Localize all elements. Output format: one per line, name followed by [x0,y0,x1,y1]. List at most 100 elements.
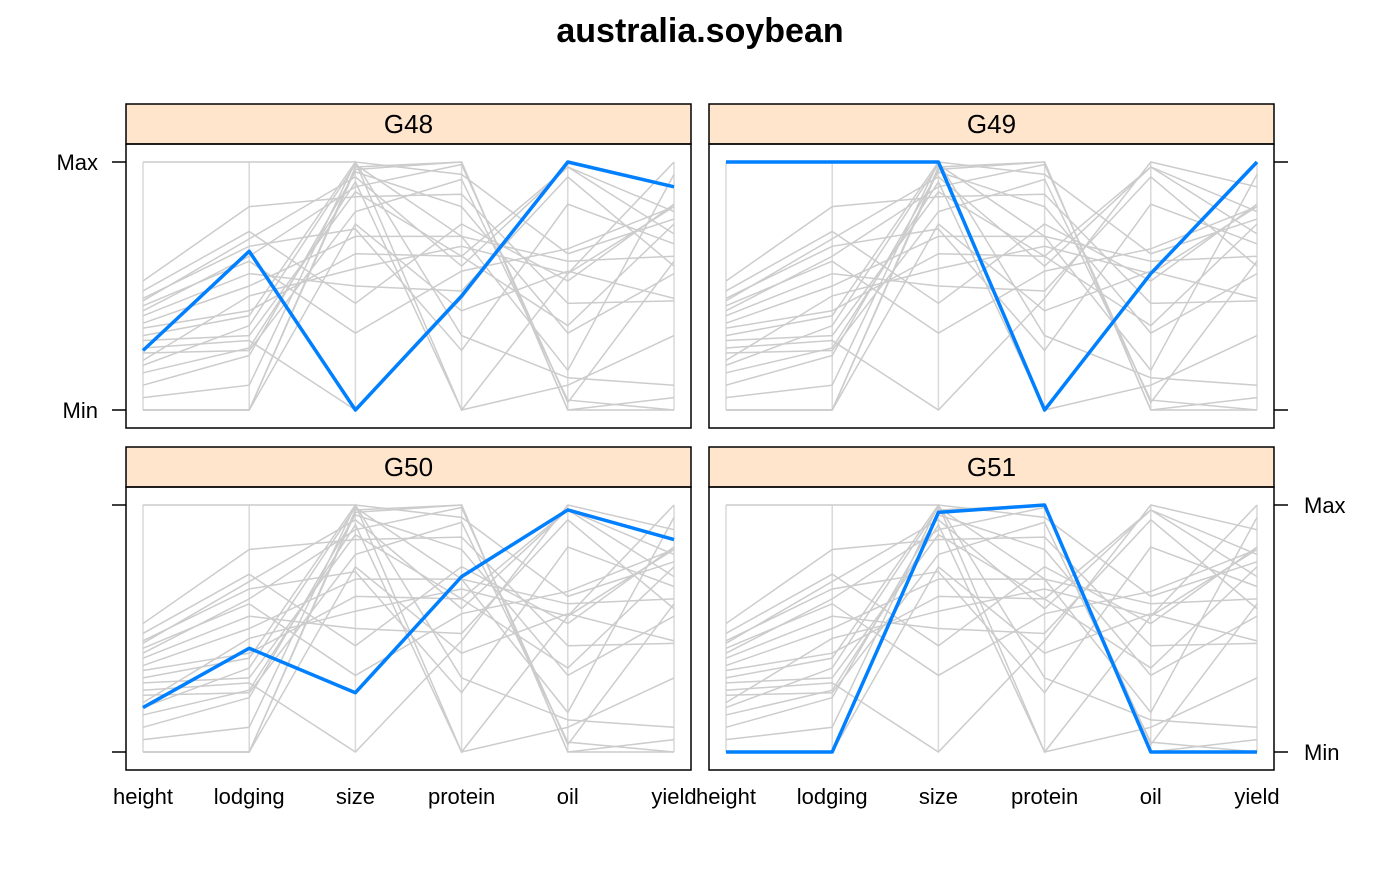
background-line [725,506,1258,747]
background-line [143,161,675,412]
background-line [142,193,675,305]
strip-g48 [125,103,692,145]
background-line [725,509,1258,672]
x-tick-label-protein: protein [428,784,495,809]
x-tick-label-yield: yield [651,784,696,809]
background-line [725,163,1258,405]
y-tick-label-min: Min [1304,740,1339,765]
background-line [725,546,1258,647]
background-line [142,163,675,372]
background-line [142,166,675,302]
background-line [142,190,675,342]
background-line [725,203,1258,305]
background-line [725,518,1258,659]
panel-frame [125,143,692,429]
background-line [142,203,675,305]
highlight-line-g49 [726,160,1259,412]
background-line [143,565,675,753]
background-line [142,506,675,714]
background-line [142,175,675,317]
background-line [726,222,1258,411]
panel-g49: G49 [708,103,1288,429]
background-line [725,180,1258,411]
background-line [726,565,1258,753]
background-line [142,235,675,324]
strip-g50 [125,446,692,488]
background-line [142,508,675,644]
strip-label-g48: G48 [384,109,433,139]
background-line [725,523,1258,753]
background-line [725,193,1258,305]
background-line [725,536,1258,647]
background-line [143,504,675,754]
x-tick-label-height: height [113,784,173,809]
background-line [142,203,675,352]
highlight-line-g50 [142,508,675,710]
panel-frame [125,486,692,771]
background-line [725,506,1258,714]
background-line [725,166,1258,329]
background-line [725,513,1258,729]
highlight-line-g48 [141,160,675,412]
panel-g50: G50 [112,446,692,771]
background-line [725,504,1258,679]
background-line [142,548,675,677]
background-line [142,533,675,684]
background-line [725,548,1258,704]
background-line [142,546,675,647]
x-tick-label-lodging: lodging [214,784,285,809]
background-line [142,509,675,672]
x-tick-label-protein: protein [1011,784,1078,809]
background-line [142,504,675,753]
background-line [725,206,1258,362]
background-line [725,533,1258,684]
background-line [142,161,675,337]
background-line [725,578,1258,667]
highlight-line-g51 [726,503,1257,754]
background-line [725,504,1258,753]
strip-label-g50: G50 [384,452,433,482]
y-tick-label-max: Max [1304,493,1346,518]
background-line [142,180,675,411]
background-line [143,222,675,411]
strip-label-g49: G49 [967,109,1016,139]
background-line [142,548,675,704]
background-line [725,548,1258,677]
background-line [142,578,675,667]
background-line [725,508,1258,644]
x-tick-label-oil: oil [1140,784,1162,809]
panel-frame [708,143,1275,429]
background-line [725,166,1258,302]
background-line [142,171,675,386]
background-line [725,171,1258,386]
background-line [143,161,674,411]
background-line [725,546,1258,694]
x-tick-label-lodging: lodging [797,784,868,809]
strip-label-g51: G51 [967,452,1016,482]
background-line [726,504,1258,754]
x-tick-label-size: size [336,784,375,809]
y-tick-label-min: Min [63,398,98,423]
background-line [725,161,1258,411]
background-line [142,506,675,747]
x-tick-label-yield: yield [1234,784,1279,809]
background-line [725,235,1258,324]
background-line [725,205,1258,335]
background-line [726,161,1257,411]
background-line [142,518,675,659]
background-line [142,523,675,753]
chart-title: australia.soybean [556,12,843,50]
y-tick-label-max: Max [56,150,98,175]
x-tick-label-oil: oil [557,784,579,809]
background-line [142,163,675,405]
background-line [725,161,1258,337]
background-line [142,206,675,362]
background-line [142,536,675,647]
background-line [142,504,675,679]
background-line [142,513,675,729]
